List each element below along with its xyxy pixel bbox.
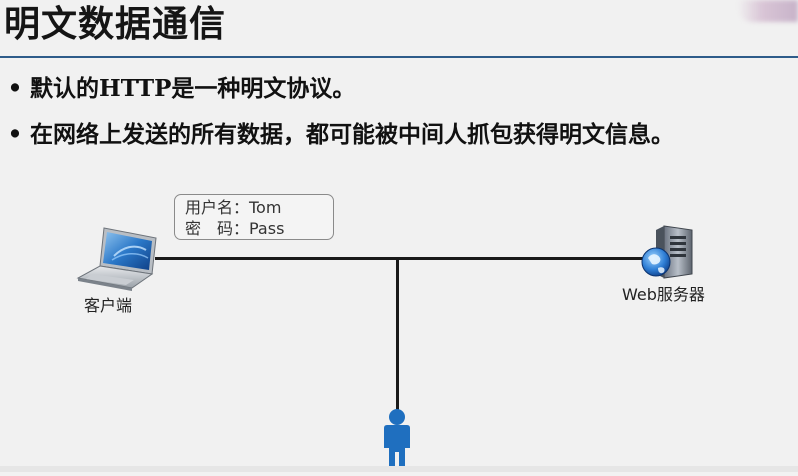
title-underline (0, 56, 798, 58)
corner-decoration (738, 0, 798, 22)
slide-title: 明文数据通信 (4, 3, 227, 45)
username-line: 用户名：Tom (185, 198, 282, 217)
network-line-horizontal (155, 257, 645, 260)
bullet-item: • 默认的HTTP是一种明文协议。 (0, 74, 356, 104)
bullet-marker: • (7, 121, 23, 148)
bottom-edge (0, 466, 798, 472)
bullet-marker: • (7, 75, 23, 102)
bullet-text: 默认的HTTP是一种明文协议。 (30, 75, 356, 102)
bullet-item: • 在网络上发送的所有数据，都可能被中间人抓包获得明文信息。 (0, 120, 674, 150)
client-label: 客户端 (84, 296, 133, 315)
credentials-box: 用户名：Tom 密 码：Pass (174, 194, 334, 240)
web-server-icon (638, 222, 702, 284)
server-label: Web服务器 (622, 285, 705, 304)
password-line: 密 码：Pass (185, 219, 285, 238)
person-icon (378, 408, 416, 472)
network-line-vertical (396, 258, 399, 413)
laptop-icon (74, 222, 158, 294)
bullet-text: 在网络上发送的所有数据，都可能被中间人抓包获得明文信息。 (30, 121, 674, 148)
